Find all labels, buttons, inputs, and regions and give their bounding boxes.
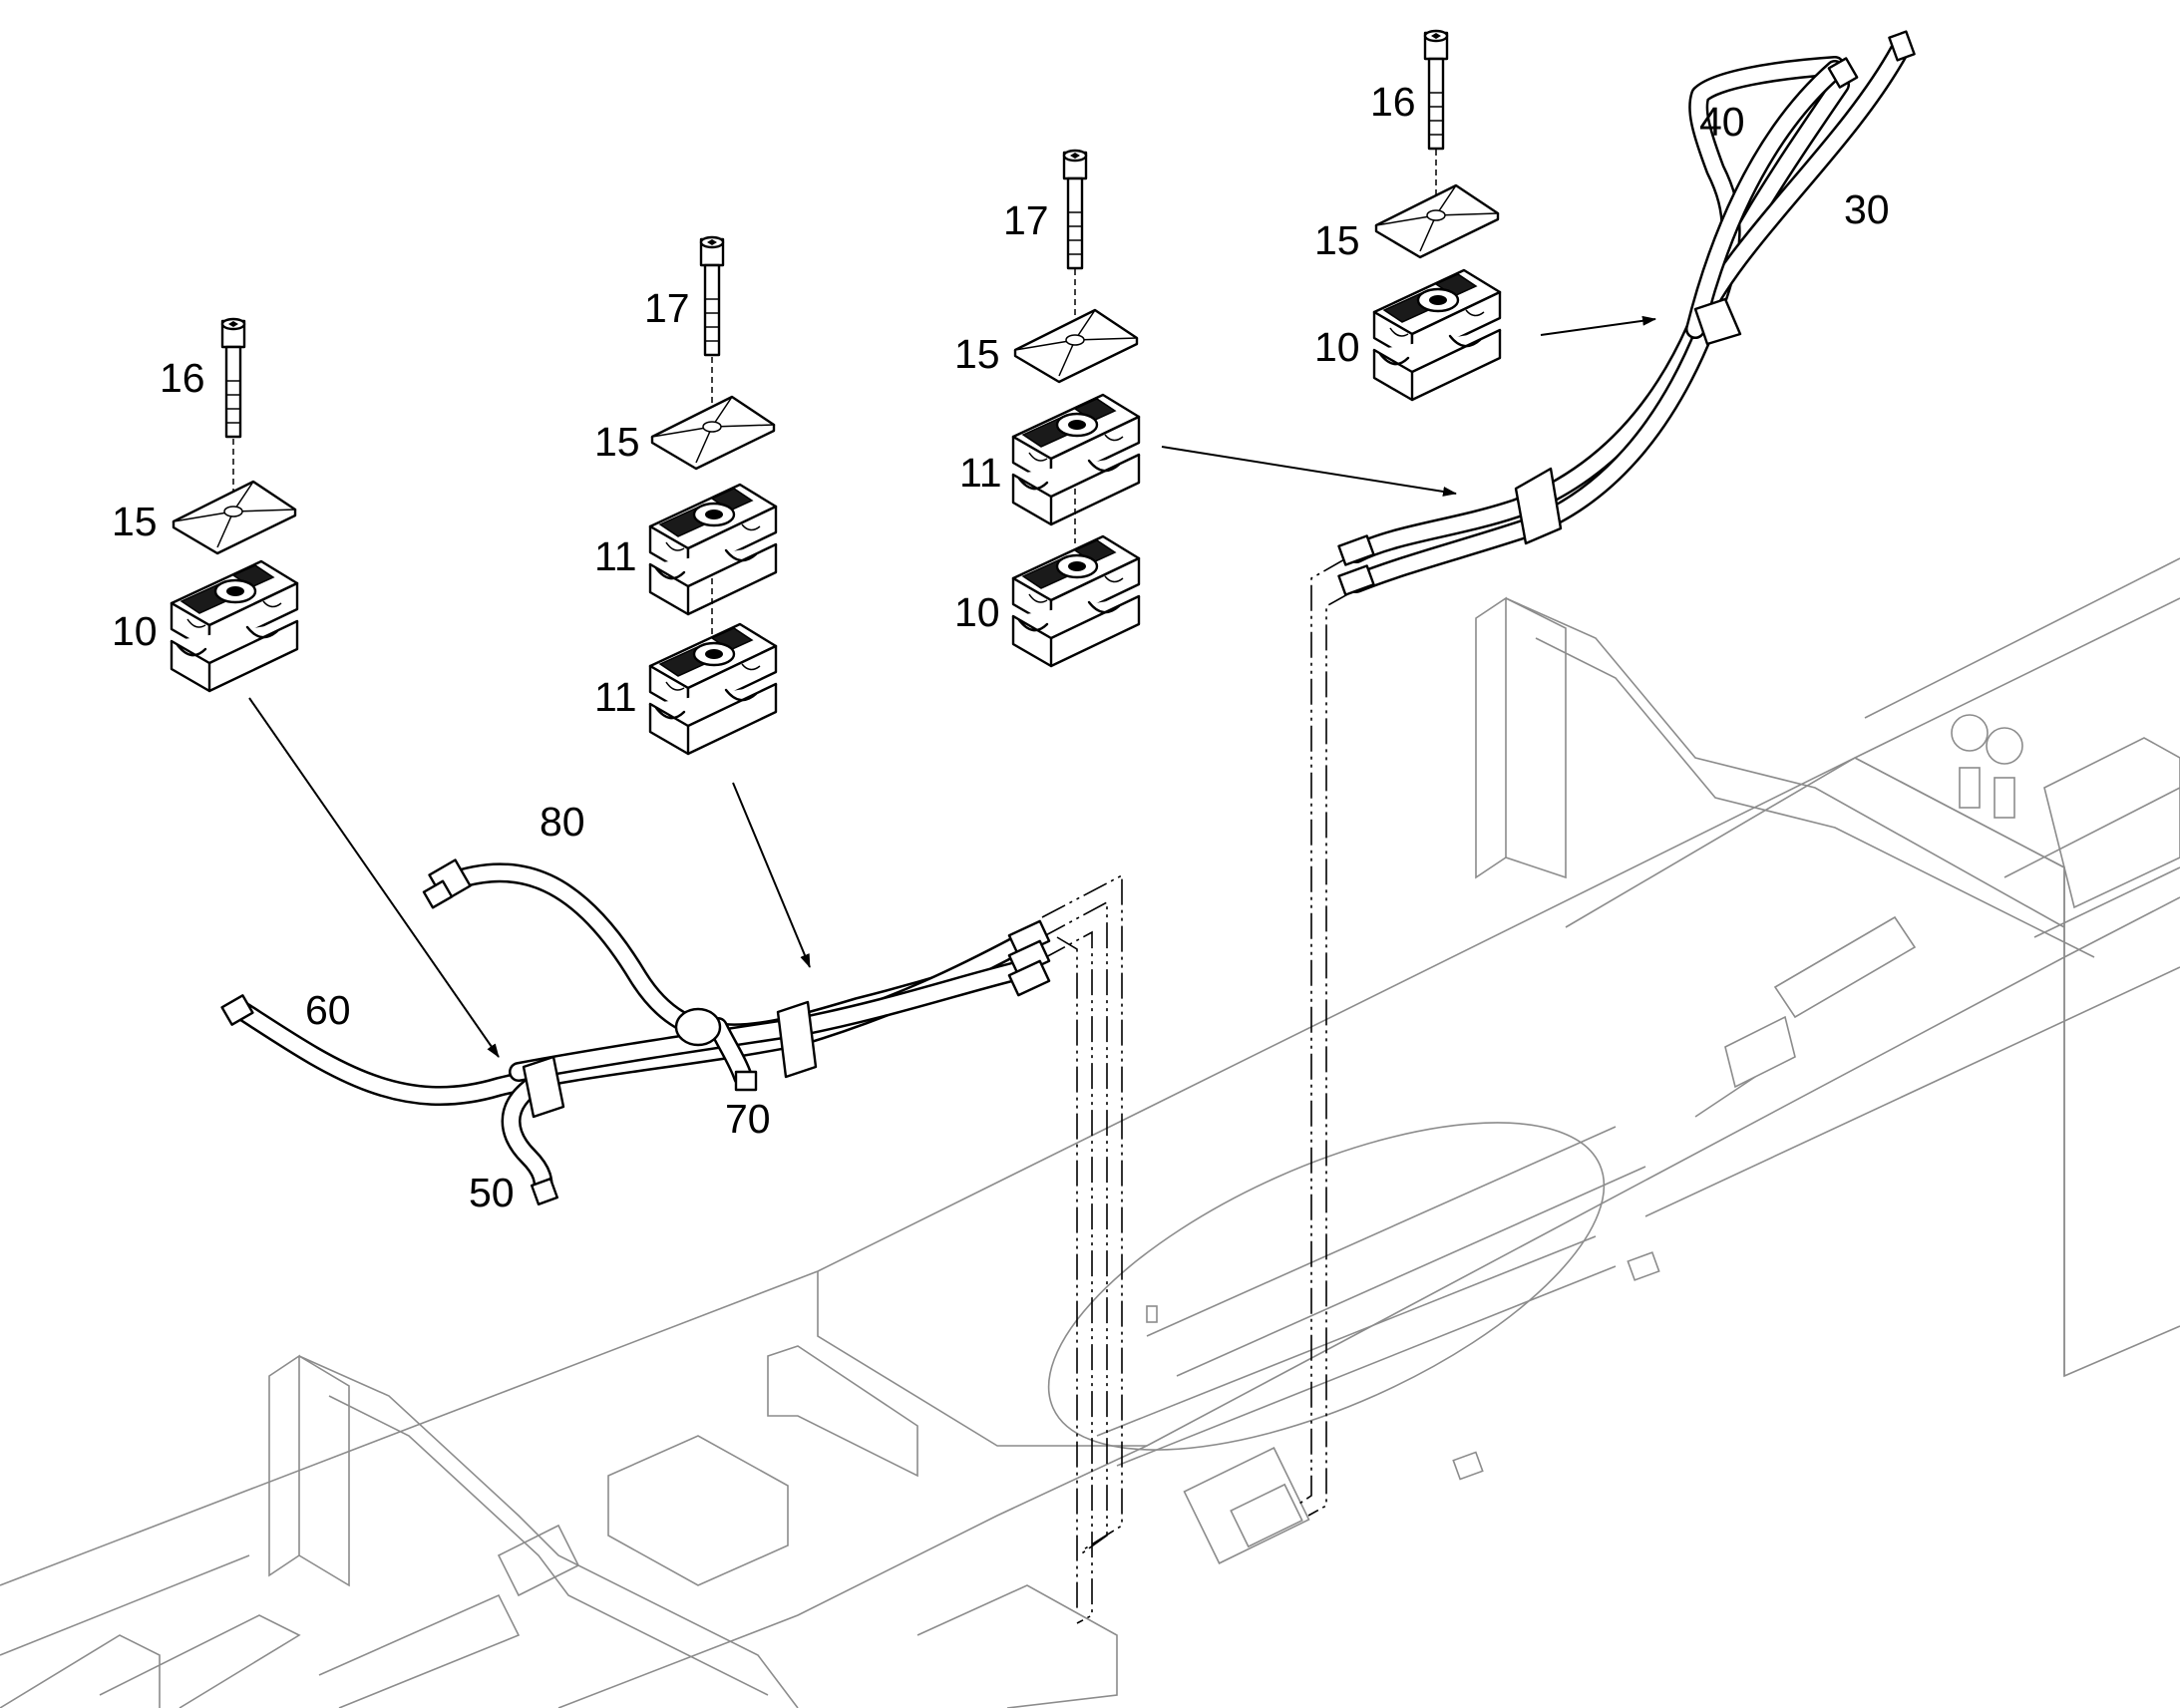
callout-g2-block-a: 11: [594, 533, 637, 579]
callout-g2-block-b: 11: [594, 674, 637, 720]
clamp-stack-4: [1372, 29, 1502, 402]
callout-hose-50: 50: [469, 1170, 515, 1215]
callout-g3-block-b: 10: [954, 589, 1000, 635]
callout-hose-70: 70: [725, 1096, 771, 1142]
arrow-stack1-to-clamp: [248, 697, 500, 1058]
clamp-stack-1: [170, 317, 299, 693]
clamp-stack-2: [648, 235, 778, 756]
machine-frame: [0, 557, 2180, 1708]
routing-lines: [1041, 557, 1352, 1624]
callout-g1-bolt: 16: [160, 355, 205, 401]
callout-g1-block: 10: [112, 608, 158, 654]
callout-g2-plate: 15: [594, 419, 640, 465]
callout-hose-60: 60: [305, 987, 351, 1033]
arrow-stack2-to-clamp: [732, 782, 811, 968]
arrow-stack4-to-clamp: [1540, 315, 1656, 336]
callout-g4-bolt: 16: [1370, 79, 1416, 125]
clamp-stack-3: [1011, 149, 1141, 668]
hose-assembly-left: [220, 858, 1051, 1206]
callout-g3-block-a: 11: [959, 450, 1002, 496]
callout-hose-30: 30: [1844, 186, 1890, 232]
callout-hose-40: 40: [1699, 99, 1745, 145]
callout-labels: 16 15 10 17 15 11 11 17 15 11 10 16 15 1…: [112, 79, 1890, 1215]
callout-g4-plate: 15: [1314, 217, 1360, 263]
callout-hose-80: 80: [540, 799, 585, 845]
leader-arrows: [248, 315, 1656, 1058]
hose-assembly-right: [1337, 30, 1916, 596]
callout-g3-plate: 15: [954, 331, 1000, 377]
arrow-stack3-to-clamp: [1161, 446, 1457, 497]
callout-g2-bolt: 17: [644, 285, 690, 331]
callout-g4-block: 10: [1314, 324, 1360, 370]
callout-g3-bolt: 17: [1003, 197, 1049, 243]
callout-g1-plate: 15: [112, 499, 158, 544]
